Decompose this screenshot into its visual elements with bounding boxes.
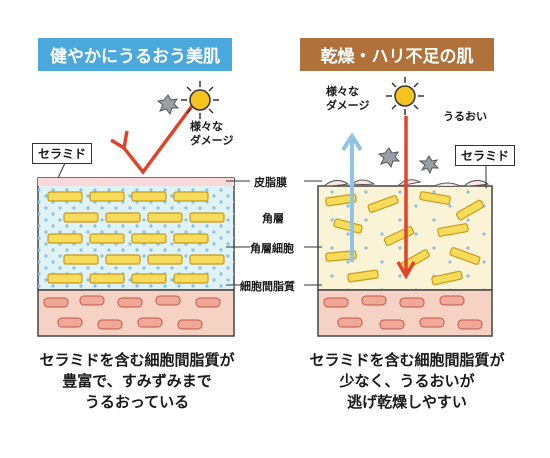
caption-left: セラミドを含む細胞間脂質が豊富で、すみずみまでうるおっている xyxy=(39,351,235,411)
damage-label-left: 様々なダメージ xyxy=(190,120,234,147)
sun-icon-right xyxy=(386,77,424,115)
caption-right: セラミドを含む細胞間脂質が少なく、うるおいが逃げ乾燥しやすい xyxy=(309,351,505,411)
sebum-film-label: 皮脂膜 xyxy=(254,176,287,189)
label-leaders xyxy=(57,160,487,286)
damage-label-right: 様々なダメージ xyxy=(326,85,370,112)
corneocytes-healthy xyxy=(47,191,225,284)
flakes xyxy=(322,179,490,187)
dermis-cells-healthy xyxy=(43,295,221,330)
stratum-corneum-label: 角層 xyxy=(262,212,284,225)
healthy-skin-title: 健やかにうるおう美肌 xyxy=(38,38,232,71)
damage-icon xyxy=(156,94,180,116)
corneocytes-dry xyxy=(325,191,484,286)
damage-icon-right-1 xyxy=(377,147,401,169)
dermis-cells-dry xyxy=(323,295,483,330)
intercellular-lipid-label: 細胞間脂質 xyxy=(240,280,295,293)
ceramide-badge-left: セラミド xyxy=(32,143,93,164)
healthy-skin-panel xyxy=(37,104,235,337)
dry-skin-panel xyxy=(317,116,493,337)
sun-icon xyxy=(181,81,219,119)
moisture-label: うるおい xyxy=(443,110,487,123)
ceramide-badge-right: セラミド xyxy=(455,145,516,166)
dry-skin-title: 乾燥・ハリ不足の肌 xyxy=(300,38,494,71)
damage-icon-right-2 xyxy=(418,155,440,175)
corneocyte-label: 角層細胞 xyxy=(250,242,294,255)
